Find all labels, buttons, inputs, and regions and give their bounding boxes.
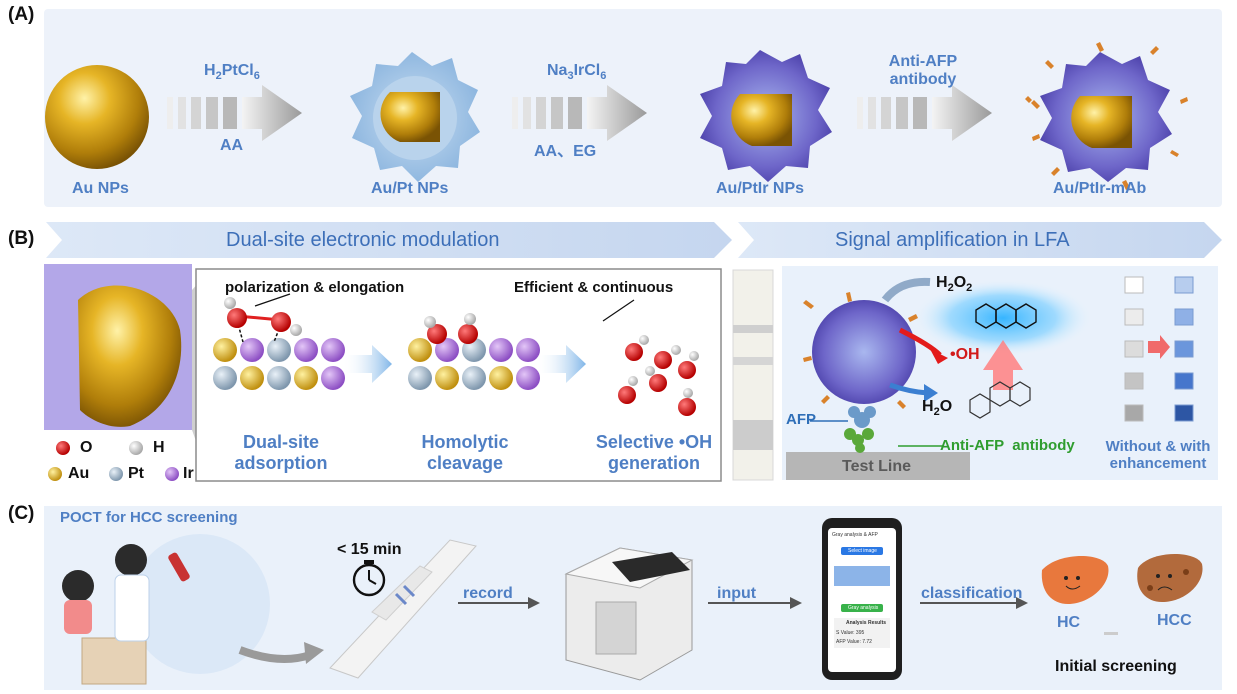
antibody-molecule bbox=[844, 428, 874, 453]
banner-right-text: Signal amplification in LFA bbox=[835, 229, 1070, 251]
desk bbox=[81, 637, 147, 685]
swatch-with-2 bbox=[1174, 308, 1194, 326]
phone-afp-value: AFP Value: 7.72 bbox=[836, 639, 872, 645]
banner-right bbox=[738, 222, 1222, 258]
classification-label: classification bbox=[921, 585, 1023, 602]
phone-s-value: S Value: 395 bbox=[836, 630, 865, 636]
swatch-without-5 bbox=[1124, 404, 1144, 422]
panel-b-label: (B) bbox=[8, 228, 35, 249]
swatch-with-4 bbox=[1174, 372, 1194, 390]
chromogen-molecule bbox=[969, 381, 1031, 419]
label-au-ptir-mab: Au/PtIr-mAb bbox=[1053, 180, 1147, 197]
phone-analyze-label: Gray analysis bbox=[848, 605, 879, 611]
phone-title: Gray analysis & AFP bbox=[832, 532, 878, 538]
doctor-body bbox=[114, 574, 150, 642]
oh-label: •OH bbox=[950, 346, 980, 363]
record-label: record bbox=[463, 585, 513, 602]
blood-tube bbox=[168, 552, 190, 582]
swatch-grid bbox=[1124, 276, 1194, 422]
poct-title: POCT for HCC screening bbox=[60, 509, 238, 526]
afp-label: AFP bbox=[786, 411, 816, 428]
swatch-without-2 bbox=[1124, 308, 1144, 326]
oxidized-chromogen-glow bbox=[915, 280, 1091, 356]
arrow-mech-1 bbox=[342, 345, 392, 383]
lattice-dual-site-adsorption bbox=[213, 293, 345, 390]
label-au-nps: Au NPs bbox=[72, 180, 129, 197]
phone-image-preview bbox=[834, 566, 890, 586]
anti-afp-label: Anti-AFP antibody bbox=[940, 437, 1075, 454]
timer-icon bbox=[352, 563, 386, 597]
efficient-label: Efficient & continuous bbox=[514, 279, 674, 296]
test-line-bar bbox=[786, 452, 970, 480]
phone-select-button[interactable] bbox=[841, 547, 883, 555]
patient-head bbox=[62, 570, 94, 602]
legend-o: O bbox=[80, 439, 93, 456]
au-ptir-mab-nanoparticle bbox=[1025, 42, 1188, 190]
red-up-arrow bbox=[983, 340, 1023, 390]
h2o2-arrow bbox=[881, 277, 931, 303]
legend-ir: Ir bbox=[183, 465, 194, 482]
doctor-head bbox=[115, 544, 147, 576]
swatch-without-3 bbox=[1124, 340, 1144, 358]
swatch-with-1 bbox=[1174, 276, 1194, 294]
swatch-without-1 bbox=[1124, 276, 1144, 294]
arrow-step-2 bbox=[512, 85, 647, 141]
arrow-step-3 bbox=[857, 85, 992, 141]
banner-left bbox=[46, 222, 732, 258]
hcc-label: HCC bbox=[1157, 612, 1192, 629]
phone-select-label: Select image bbox=[848, 548, 877, 554]
reagent-h2ptcl6: H2PtCl6 bbox=[204, 62, 260, 83]
afp-antigen bbox=[848, 406, 876, 428]
h2o-label: H2O bbox=[922, 398, 953, 419]
swatch-enhance-arrow bbox=[1148, 335, 1170, 359]
banner-left-text: Dual-site electronic modulation bbox=[226, 229, 500, 251]
panel-c-label: (C) bbox=[8, 503, 35, 524]
phone-results-title: Analysis Results bbox=[846, 620, 887, 626]
reagent-na3ircl6: Na3IrCl6 bbox=[547, 62, 607, 83]
screening-scene-bg bbox=[130, 534, 270, 674]
au-ptir-nanoparticle bbox=[700, 50, 832, 182]
swatch-with-3 bbox=[1174, 340, 1194, 358]
legend-au: Au bbox=[68, 465, 90, 482]
divider-dash bbox=[1104, 632, 1118, 635]
panel-a-label: (A) bbox=[8, 4, 35, 25]
arrow-mech-2 bbox=[536, 345, 586, 383]
input-label: input bbox=[717, 585, 757, 602]
lfa-nanoprobe bbox=[812, 300, 916, 404]
lattice-homolytic-cleavage bbox=[408, 313, 540, 390]
test-line-label: Test Line bbox=[842, 458, 912, 475]
initial-screening-label: Initial screening bbox=[1055, 658, 1177, 675]
healthy-liver bbox=[1041, 555, 1109, 604]
phone-analyze-button[interactable] bbox=[841, 604, 883, 612]
time-label: < 15 min bbox=[337, 541, 402, 558]
patient-body bbox=[64, 600, 92, 634]
label-au-ptir-nps: Au/PtIr NPs bbox=[716, 180, 805, 197]
polarization-label: polarization & elongation bbox=[225, 279, 405, 296]
swatch-without-4 bbox=[1124, 372, 1144, 390]
atom-legend bbox=[48, 441, 179, 481]
hc-label: HC bbox=[1057, 614, 1081, 631]
label-au-pt-nps: Au/Pt NPs bbox=[371, 180, 449, 197]
h2o2-label: H2O2 bbox=[936, 274, 973, 295]
reagent-aa-1: AA bbox=[220, 137, 244, 154]
au-pt-nanoparticle bbox=[350, 52, 480, 182]
au-nanoparticle bbox=[45, 65, 149, 169]
flow-arrow-1 bbox=[238, 646, 312, 663]
reagent-aa-eg: AA、EG bbox=[534, 143, 597, 160]
oxidized-molecule bbox=[975, 303, 1037, 329]
arrow-step-1 bbox=[167, 85, 302, 141]
hydroxyl-radicals bbox=[602, 299, 699, 416]
swatch-with-5 bbox=[1174, 404, 1194, 422]
phone-results-box bbox=[834, 618, 890, 648]
legend-pt: Pt bbox=[128, 465, 144, 482]
legend-h: H bbox=[153, 439, 165, 456]
